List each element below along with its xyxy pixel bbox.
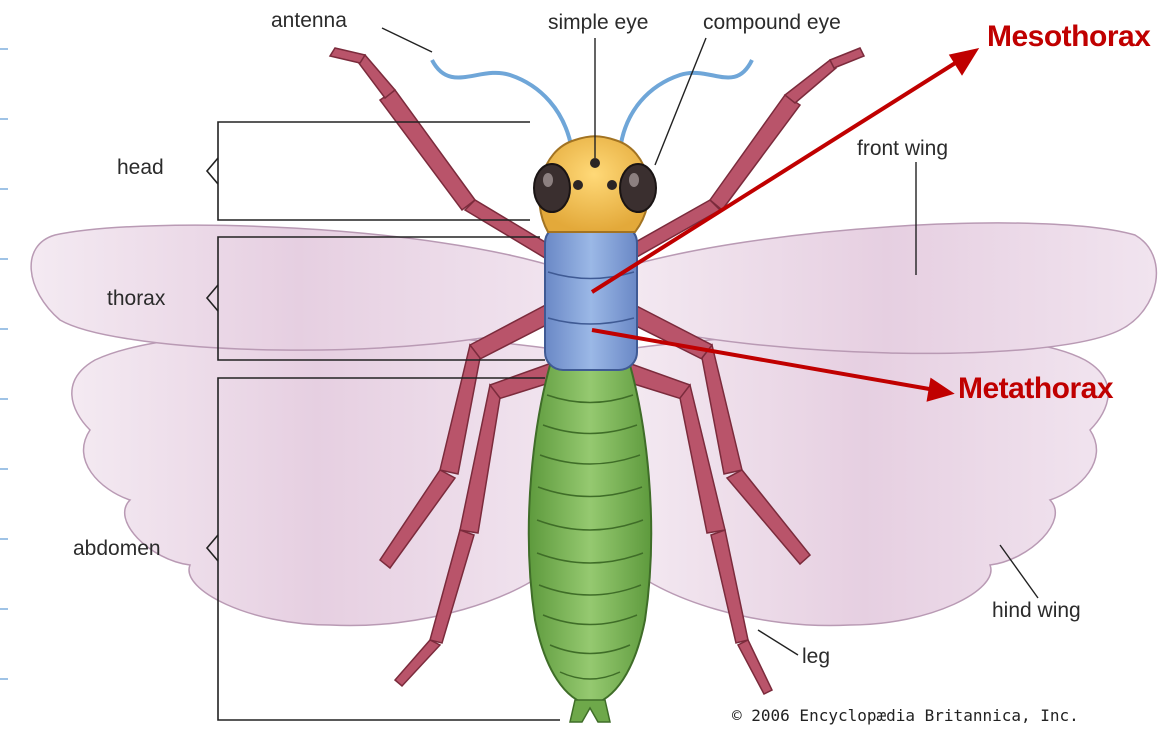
metathorax-annotation: Metathorax xyxy=(958,374,1113,404)
front-wing-label: front wing xyxy=(857,138,948,159)
copyright-notice: © 2006 Encyclopædia Britannica, Inc. xyxy=(732,708,1079,724)
mesothorax-annotation: Mesothorax xyxy=(987,22,1150,52)
abdomen-label: abdomen xyxy=(73,538,161,559)
hind-wing-label: hind wing xyxy=(992,600,1081,621)
antenna-label: antenna xyxy=(271,10,347,31)
antenna-right xyxy=(620,60,752,150)
antenna-left xyxy=(432,60,572,150)
abdomen-body xyxy=(529,365,651,722)
thorax-label: thorax xyxy=(107,288,165,309)
simple-eye-label: simple eye xyxy=(548,12,648,33)
leg-label: leg xyxy=(802,646,830,667)
thorax-body xyxy=(545,225,637,370)
front-wing-right xyxy=(615,223,1156,353)
head-label: head xyxy=(117,157,164,178)
compound-eye-label: compound eye xyxy=(703,12,841,33)
